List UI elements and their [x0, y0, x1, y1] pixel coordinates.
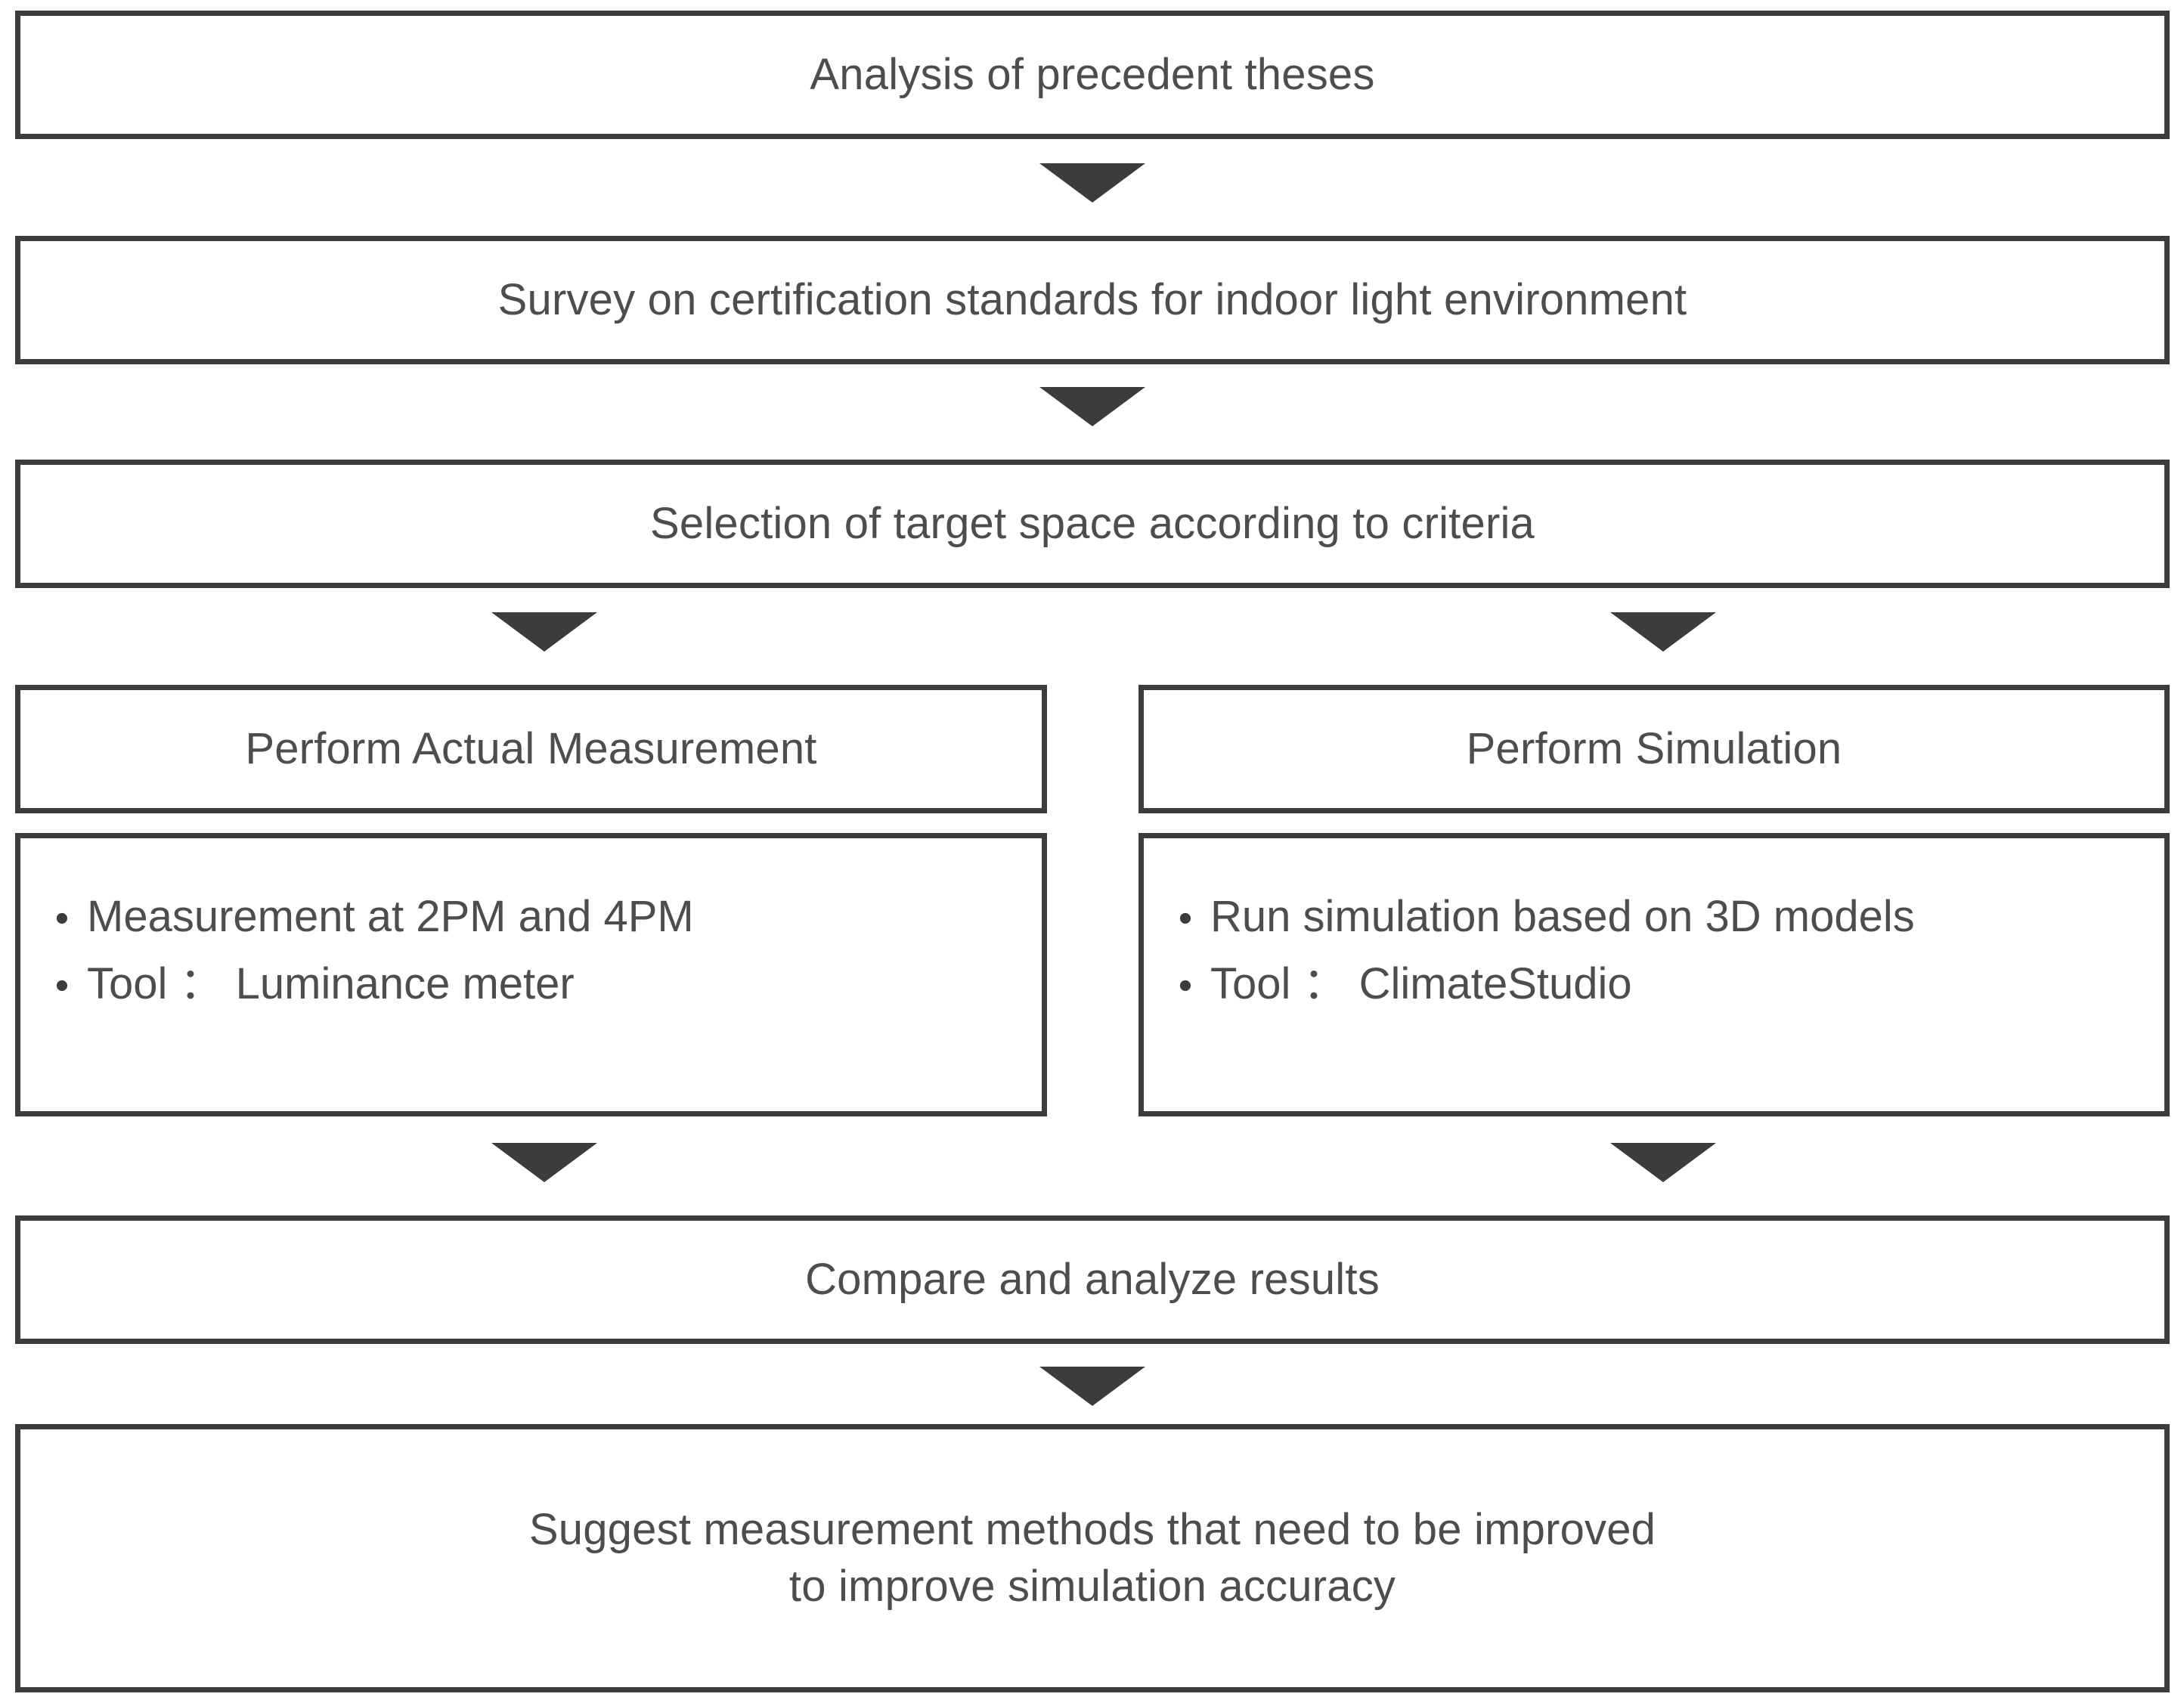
list-item-label: Measurement at 2PM and 4PM: [87, 892, 694, 941]
bullet-dot-icon: •: [54, 896, 70, 940]
list-item: • Run simulation based on 3D models: [1160, 888, 2164, 945]
arrow-simulation-to-compare-icon: [1610, 1143, 1716, 1182]
flow-box-label: Analysis of precedent theses: [810, 49, 1375, 99]
flow-box-label: Compare and analyze results: [805, 1254, 1380, 1304]
arrow-step3-to-simulation-icon: [1610, 612, 1716, 652]
flow-box-label: Perform Simulation: [1466, 723, 1842, 773]
list-item-label: Tool ： ClimateStudio: [1210, 959, 1632, 1009]
flow-box-compare-and-analyze-results: Compare and analyze results: [15, 1215, 2170, 1344]
list-item: • Tool ： Luminance meter: [37, 955, 1042, 1012]
flow-box-label: Suggest measurement methods that need to…: [528, 1505, 1656, 1611]
arrow-compare-to-suggest-icon: [1039, 1367, 1145, 1406]
bullet-dot-icon: •: [54, 964, 70, 1008]
flow-box-selection-of-target-space: Selection of target space according to c…: [15, 460, 2170, 588]
list-item-label: Run simulation based on 3D models: [1210, 892, 1915, 941]
flow-box-label: Survey on certification standards for in…: [497, 274, 1687, 324]
flow-box-perform-actual-measurement: Perform Actual Measurement: [15, 685, 1047, 813]
list-item: • Tool ： ClimateStudio: [1160, 955, 2164, 1012]
measurement-bullet-list: • Measurement at 2PM and 4PM • Tool ： Lu…: [20, 838, 1042, 1023]
bullet-dot-icon: •: [1178, 964, 1193, 1008]
flow-box-suggest-measurement-methods: Suggest measurement methods that need to…: [15, 1424, 2170, 1692]
arrow-step3-to-measurement-icon: [491, 612, 597, 652]
list-item: • Measurement at 2PM and 4PM: [37, 888, 1042, 945]
flow-box-label: Perform Actual Measurement: [245, 723, 817, 773]
flow-box-label: Selection of target space according to c…: [649, 498, 1535, 548]
flow-box-perform-simulation: Perform Simulation: [1138, 685, 2170, 813]
arrow-step2-to-step3-icon: [1039, 387, 1145, 426]
bullet-dot-icon: •: [1178, 896, 1193, 940]
flow-box-analysis-of-precedent-theses: Analysis of precedent theses: [15, 11, 2170, 139]
flow-box-measurement-details: • Measurement at 2PM and 4PM • Tool ： Lu…: [15, 833, 1047, 1116]
arrow-step1-to-step2-icon: [1039, 163, 1145, 203]
arrow-measurement-to-compare-icon: [491, 1143, 597, 1182]
flow-box-simulation-details: • Run simulation based on 3D models • To…: [1138, 833, 2170, 1116]
flow-box-survey-on-certification-standards: Survey on certification standards for in…: [15, 236, 2170, 364]
simulation-bullet-list: • Run simulation based on 3D models • To…: [1144, 838, 2164, 1023]
list-item-label: Tool ： Luminance meter: [87, 959, 575, 1009]
